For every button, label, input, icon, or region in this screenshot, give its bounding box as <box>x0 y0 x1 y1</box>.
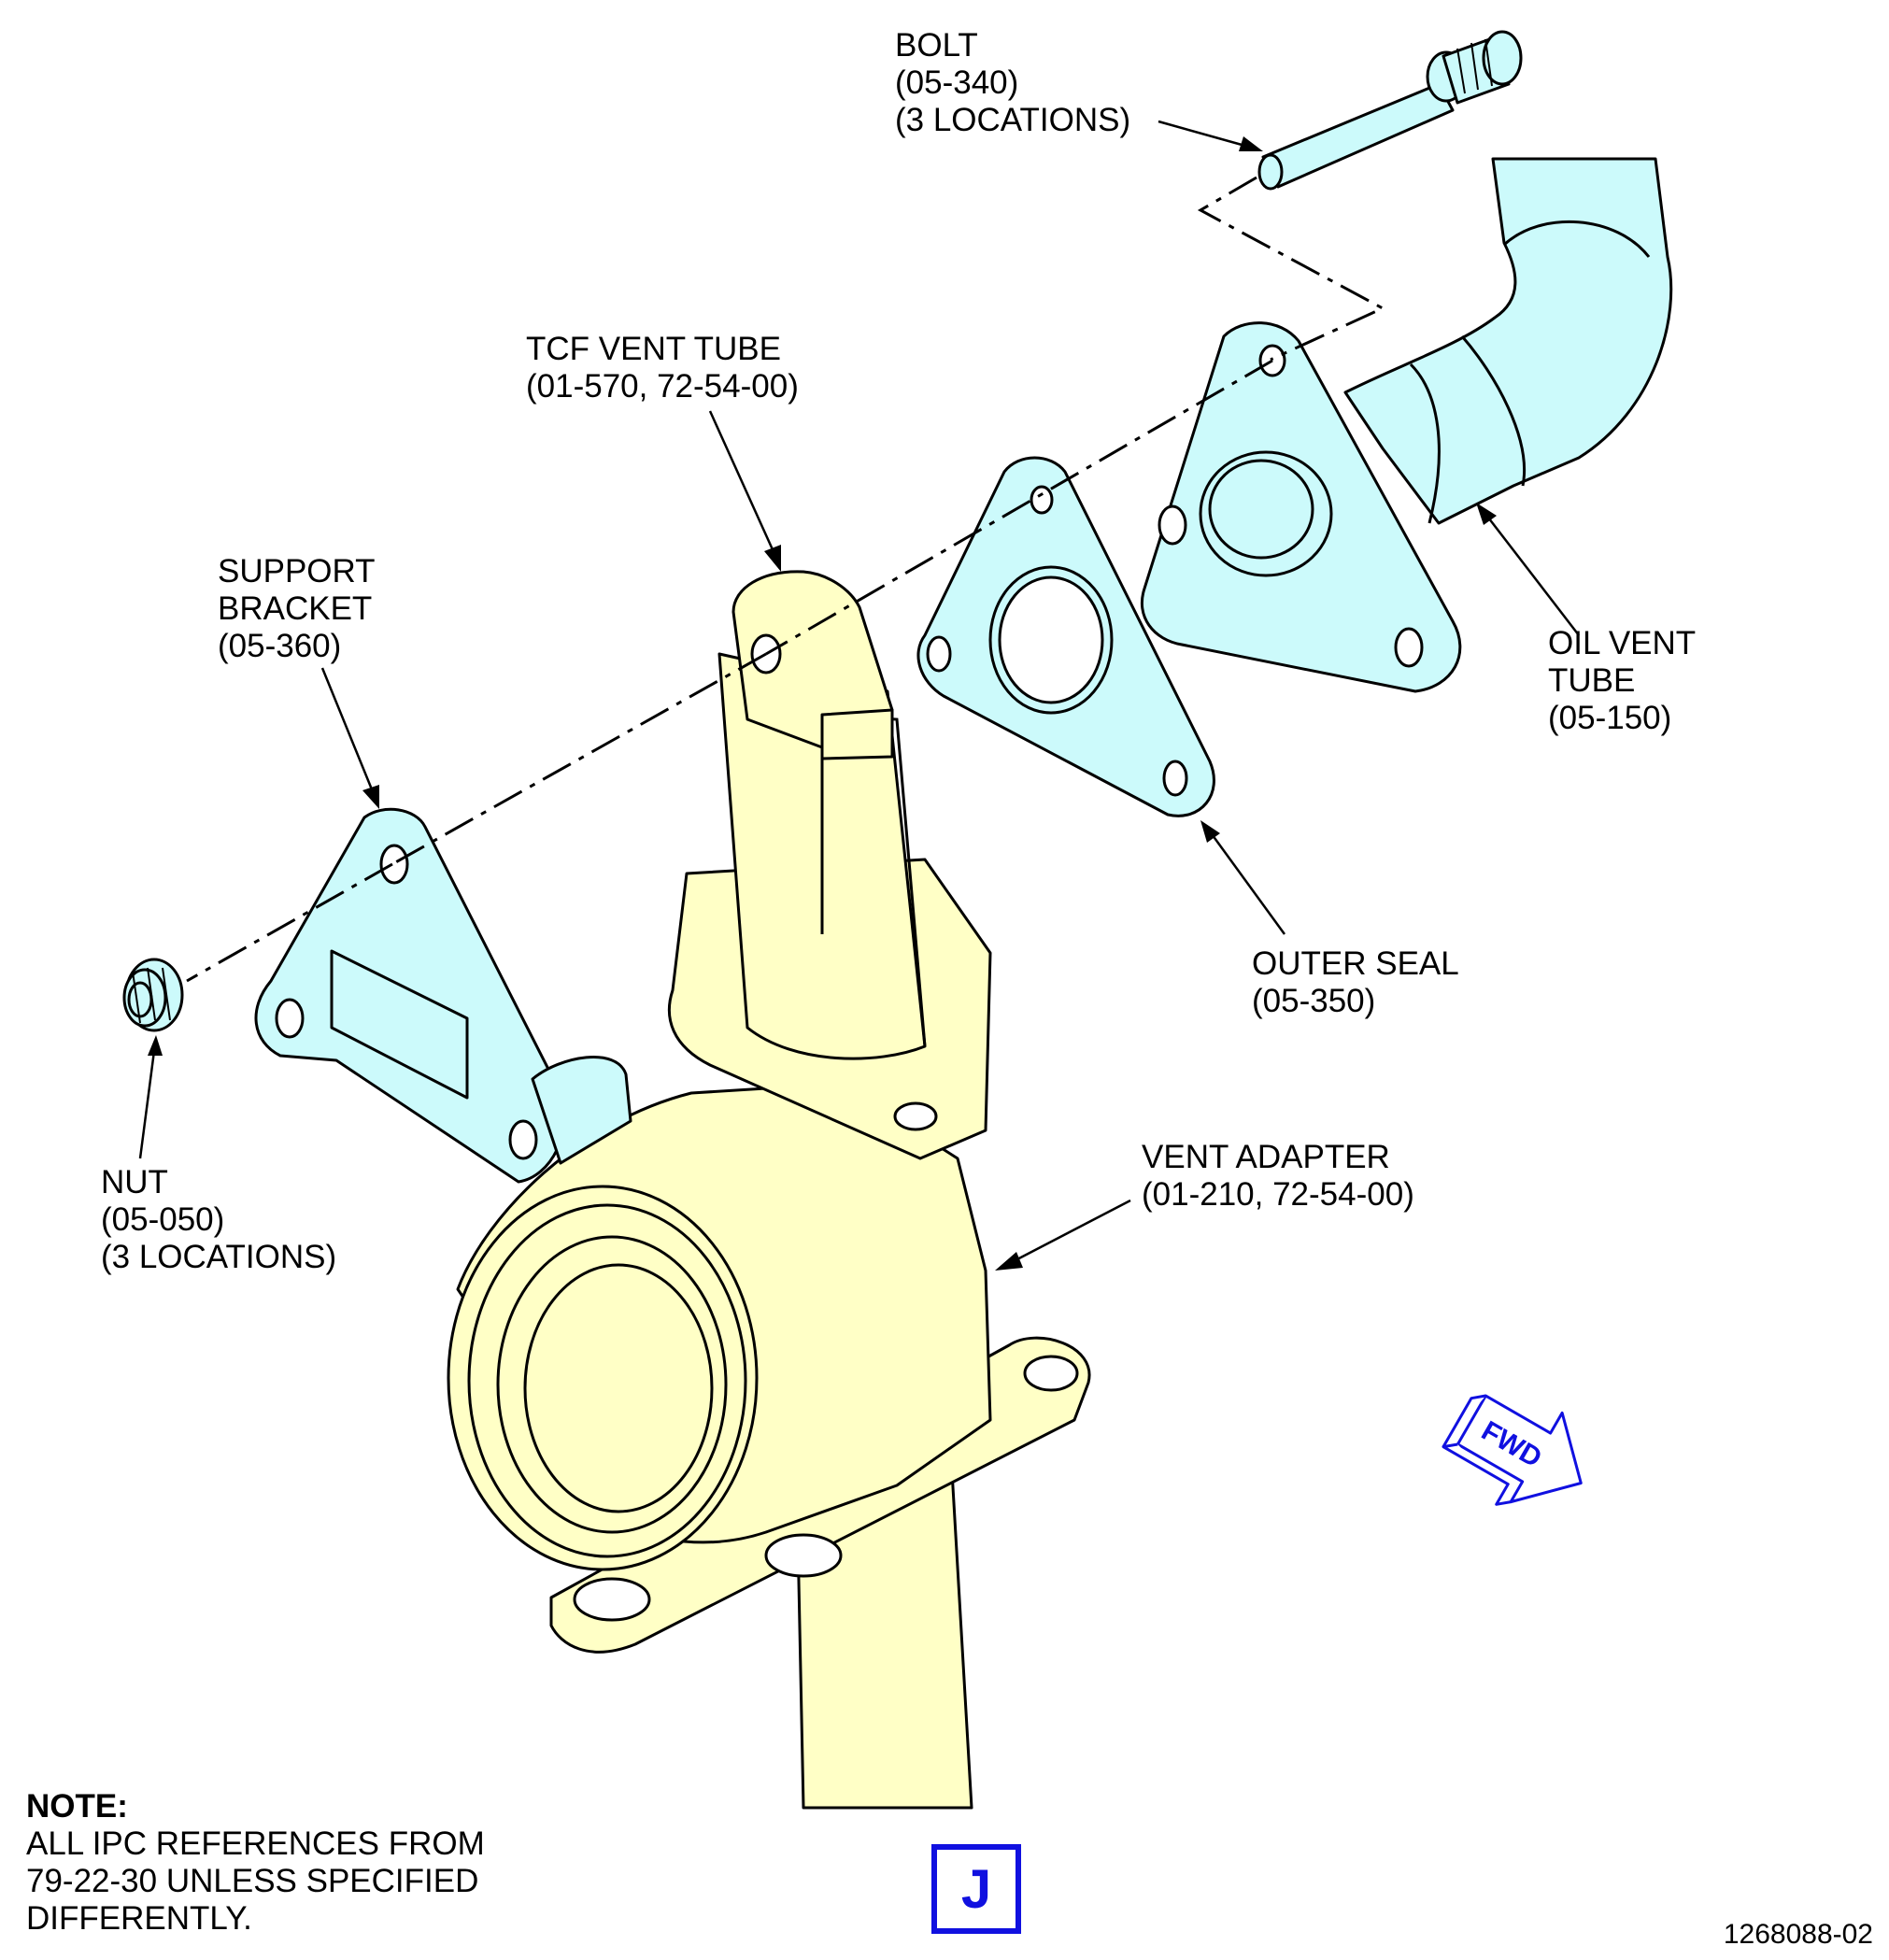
vent-adapter-label-name: VENT ADAPTER <box>1142 1139 1390 1175</box>
nut <box>122 958 184 1032</box>
bolt <box>1257 30 1523 191</box>
tcf-vent-tube <box>731 570 894 934</box>
oil-vent-tube <box>1343 157 1673 525</box>
oil-vent-tube-flange <box>1140 321 1462 693</box>
support-bracket <box>254 807 632 1184</box>
oil-vent-tube-label-ref: (05-150) <box>1548 700 1671 736</box>
label-support-bracket: SUPPORT BRACKET (05-360) <box>218 553 376 664</box>
nut-label-locations: (3 LOCATIONS) <box>101 1239 336 1275</box>
oil-vent-tube-label-line1: OIL VENT <box>1548 625 1696 661</box>
view-indicator: J <box>931 1844 1021 1934</box>
note-line-3: DIFFERENTLY. <box>26 1900 252 1937</box>
support-bracket-label-ref: (05-360) <box>218 628 341 664</box>
outer-seal-label-ref: (05-350) <box>1252 983 1375 1019</box>
label-vent-adapter: VENT ADAPTER (01-210, 72-54-00) <box>1142 1139 1414 1213</box>
bolt-label-locations: (3 LOCATIONS) <box>895 102 1130 138</box>
label-outer-seal: OUTER SEAL (05-350) <box>1252 945 1459 1019</box>
note-title: NOTE: <box>26 1788 128 1825</box>
label-bolt: BOLT (05-340) (3 LOCATIONS) <box>895 27 1130 138</box>
oil-vent-tube-label-line2: TUBE <box>1548 662 1635 699</box>
note-line-2: 79-22-30 UNLESS SPECIFIED <box>26 1863 478 1899</box>
outer-seal <box>916 456 1215 817</box>
nut-label-ref: (05-050) <box>101 1201 224 1238</box>
support-bracket-label-line2: BRACKET <box>218 590 372 627</box>
nut-label-name: NUT <box>101 1164 168 1200</box>
note-line-1: ALL IPC REFERENCES FROM <box>26 1825 485 1862</box>
note-block: NOTE: ALL IPC REFERENCES FROM 79-22-30 U… <box>26 1788 485 1937</box>
alignment-lines <box>186 176 1386 983</box>
bolt-label-ref: (05-340) <box>895 64 1018 101</box>
figure-number: 1268088-02 <box>1724 1919 1873 1950</box>
label-tcf-vent-tube: TCF VENT TUBE (01-570, 72-54-00) <box>526 331 799 405</box>
tcf-vent-tube-label-ref: (01-570, 72-54-00) <box>526 368 799 405</box>
support-bracket-label-line1: SUPPORT <box>218 553 376 589</box>
label-nut: NUT (05-050) (3 LOCATIONS) <box>101 1164 336 1275</box>
vent-adapter <box>447 652 1091 1810</box>
fwd-arrow-icon: FWD <box>1442 1394 1583 1506</box>
bolt-label-name: BOLT <box>895 27 978 64</box>
tcf-vent-tube-label-name: TCF VENT TUBE <box>526 331 781 367</box>
label-oil-vent-tube: OIL VENT TUBE (05-150) <box>1548 625 1696 736</box>
vent-adapter-label-ref: (01-210, 72-54-00) <box>1142 1176 1414 1213</box>
view-letter: J <box>961 1859 991 1920</box>
outer-seal-label-name: OUTER SEAL <box>1252 945 1459 982</box>
leader-lines <box>138 120 1580 1271</box>
